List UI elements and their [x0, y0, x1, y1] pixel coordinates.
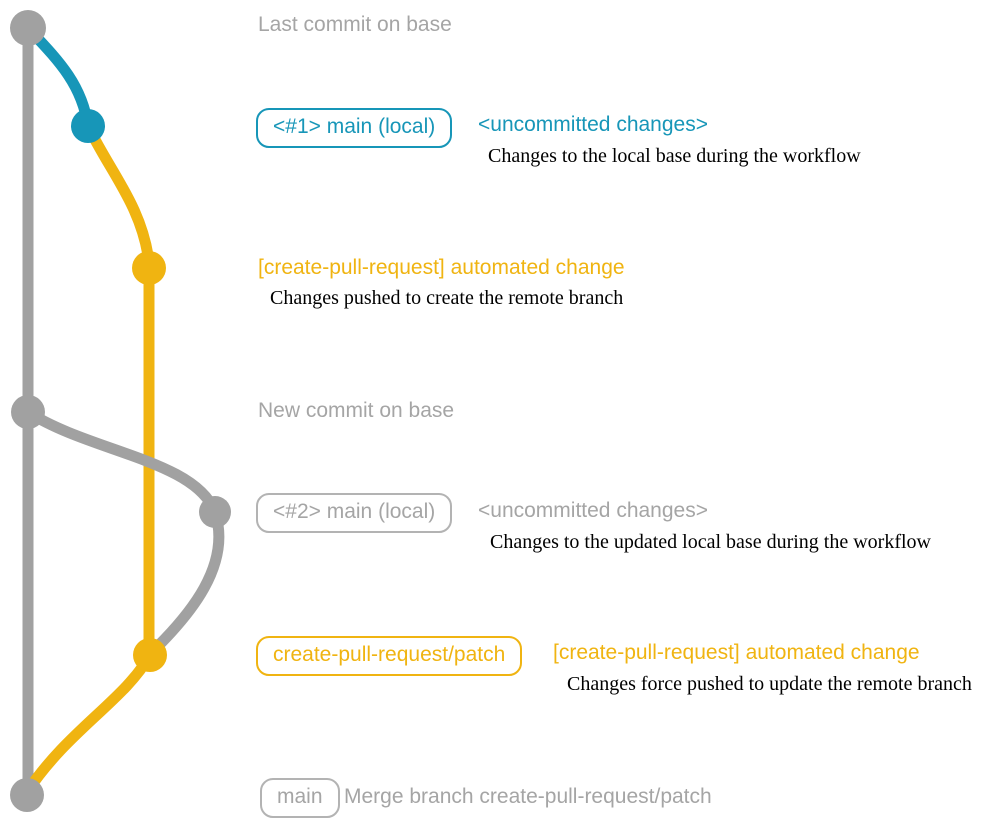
commit-node-base-top	[10, 10, 46, 46]
label-uncommitted-changes-1: <uncommitted changes>	[478, 113, 708, 136]
desc-changes-pushed: Changes pushed to create the remote bran…	[270, 287, 624, 309]
label-automated-change-2: [create-pull-request] automated change	[553, 641, 920, 664]
label-uncommitted-changes-2: <uncommitted changes>	[478, 499, 708, 522]
badge-main: main	[260, 778, 340, 818]
base-update-curve	[22, 406, 221, 518]
commit-node-base-new	[11, 395, 45, 429]
commit-node-remote-1	[132, 251, 166, 285]
desc-local-base-changes-1: Changes to the local base during the wor…	[488, 145, 861, 167]
desc-local-base-changes-2: Changes to the updated local base during…	[490, 531, 931, 553]
desc-changes-force-pushed: Changes force pushed to update the remot…	[567, 673, 972, 695]
label-automated-change-1: [create-pull-request] automated change	[258, 256, 625, 279]
label-new-commit-on-base: New commit on base	[258, 399, 455, 422]
badge-create-pull-request-patch: create-pull-request/patch	[256, 636, 523, 676]
commit-node-local-2	[199, 496, 231, 528]
remote-branch-curve	[82, 120, 155, 268]
commit-node-merge	[10, 778, 44, 812]
label-merge-branch-message: Merge branch create-pull-request/patch	[344, 785, 712, 808]
rebase-curve	[146, 506, 225, 658]
badge-main-local-1: <#1> main (local)	[256, 108, 453, 148]
commit-node-remote-2	[133, 638, 167, 672]
badge-main-local-2: <#2> main (local)	[256, 493, 453, 533]
merge-curve	[21, 649, 156, 798]
label-last-commit-on-base: Last commit on base	[258, 13, 452, 36]
commit-node-local-1	[71, 109, 105, 143]
